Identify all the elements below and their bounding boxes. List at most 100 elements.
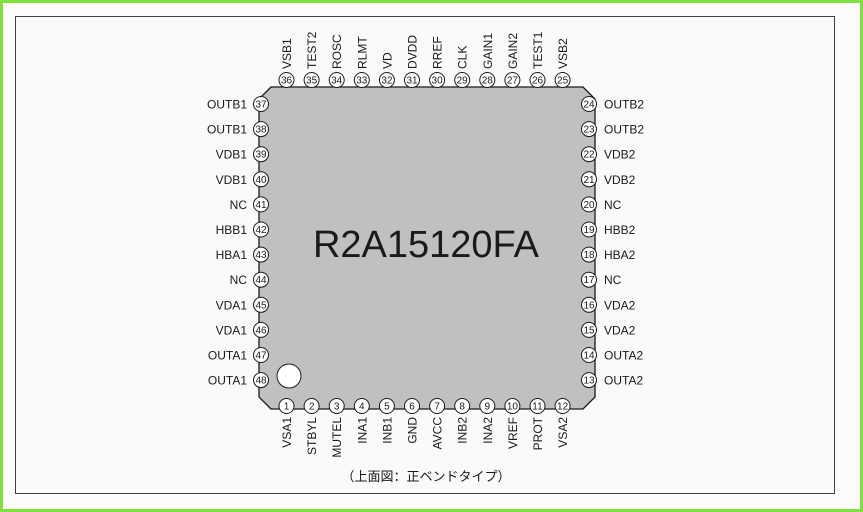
pin-circle [581, 96, 597, 112]
pin-name: INB2 [456, 417, 470, 444]
pin-circle [278, 398, 295, 414]
pin-name: HBA1 [216, 248, 248, 262]
pin-left-7: 44 NC [230, 271, 269, 288]
pin-name: NC [230, 273, 248, 287]
pin-number: 37 [255, 100, 267, 111]
pin-name: OUTA2 [604, 374, 643, 388]
pin-name: NC [604, 198, 622, 212]
pin-circle [404, 72, 420, 88]
pin-circle [253, 96, 269, 112]
pin-number: 21 [583, 175, 595, 186]
pin-number: 38 [255, 125, 267, 136]
pin-circle [328, 398, 345, 414]
pin-circle [278, 72, 295, 88]
pin-number: 16 [583, 300, 595, 311]
pin-name: ROSC [330, 34, 344, 69]
pin-circle [253, 196, 269, 213]
pin-number: 47 [255, 351, 267, 362]
pin-circle [353, 72, 370, 88]
pin-circle [581, 171, 597, 188]
pin-name: OUTB1 [207, 98, 247, 112]
pin-circle [303, 72, 320, 88]
pin-number: 20 [583, 200, 595, 211]
pin-circle [253, 321, 269, 338]
pin-name: VDA2 [604, 298, 636, 312]
pin-circle [554, 72, 571, 88]
pin-number: 12 [557, 402, 569, 413]
pin-number: 3 [334, 402, 340, 413]
pin-name: OUTA2 [604, 349, 643, 363]
pin-circle [504, 398, 521, 414]
pin-name: VDB1 [216, 173, 248, 187]
pin-circle [581, 347, 597, 363]
pin-number: 10 [507, 402, 519, 413]
pin-number: 27 [507, 76, 519, 87]
pin-name: VDB2 [604, 148, 636, 162]
pin-number: 28 [482, 76, 494, 87]
pin-circle [581, 296, 597, 313]
pin-number: 14 [583, 351, 595, 362]
pin-circle [253, 221, 269, 238]
pin-circle [454, 72, 471, 88]
pin-number: 5 [384, 402, 390, 413]
pin-circle [581, 121, 597, 138]
pin-number: 46 [255, 325, 267, 336]
pin-name: OUTB1 [207, 123, 247, 137]
pin-name: MUTEL [330, 417, 344, 458]
pin-name: OUTA1 [208, 374, 247, 388]
pin-name: VSB1 [280, 38, 294, 69]
pin-name: NC [230, 198, 248, 212]
pin-circle [529, 72, 546, 88]
pin-number: 30 [432, 76, 444, 87]
pin-number: 6 [409, 402, 415, 413]
pin-number: 40 [255, 175, 267, 186]
pin1-marker [276, 363, 302, 389]
pin-left-3: 40 VDB1 [216, 171, 269, 188]
pin-number: 25 [557, 76, 569, 87]
pin-number: 34 [331, 76, 343, 87]
pin-circle [581, 196, 597, 213]
pin-number: 29 [457, 76, 469, 87]
pin-number: 39 [255, 150, 267, 161]
pin-circle [581, 146, 597, 163]
pin-name: VSA2 [556, 417, 570, 448]
pin-name: GND [406, 417, 420, 444]
pin-circle [581, 221, 597, 238]
pins-layer: 36VSB135TEST234ROSC33RLMT32VD31DVDD30RRE… [207, 31, 644, 457]
pin-circle [479, 72, 496, 88]
pin-circle [581, 271, 597, 288]
pin-number: 7 [434, 402, 440, 413]
pin-name: VD [380, 52, 394, 69]
pin-circle [504, 72, 521, 88]
pin-right-8: 16 VDA2 [581, 296, 636, 313]
pin-name: INA2 [481, 417, 495, 444]
pin-right-2: 22 VDB2 [581, 146, 636, 163]
pin-number: 44 [255, 275, 267, 286]
pin-circle [253, 372, 269, 389]
pin-number: 22 [583, 150, 595, 161]
pin-left-0: 37 OUTB1 [207, 96, 269, 112]
pin-name: NC [604, 273, 622, 287]
pin-number: 45 [255, 300, 267, 311]
